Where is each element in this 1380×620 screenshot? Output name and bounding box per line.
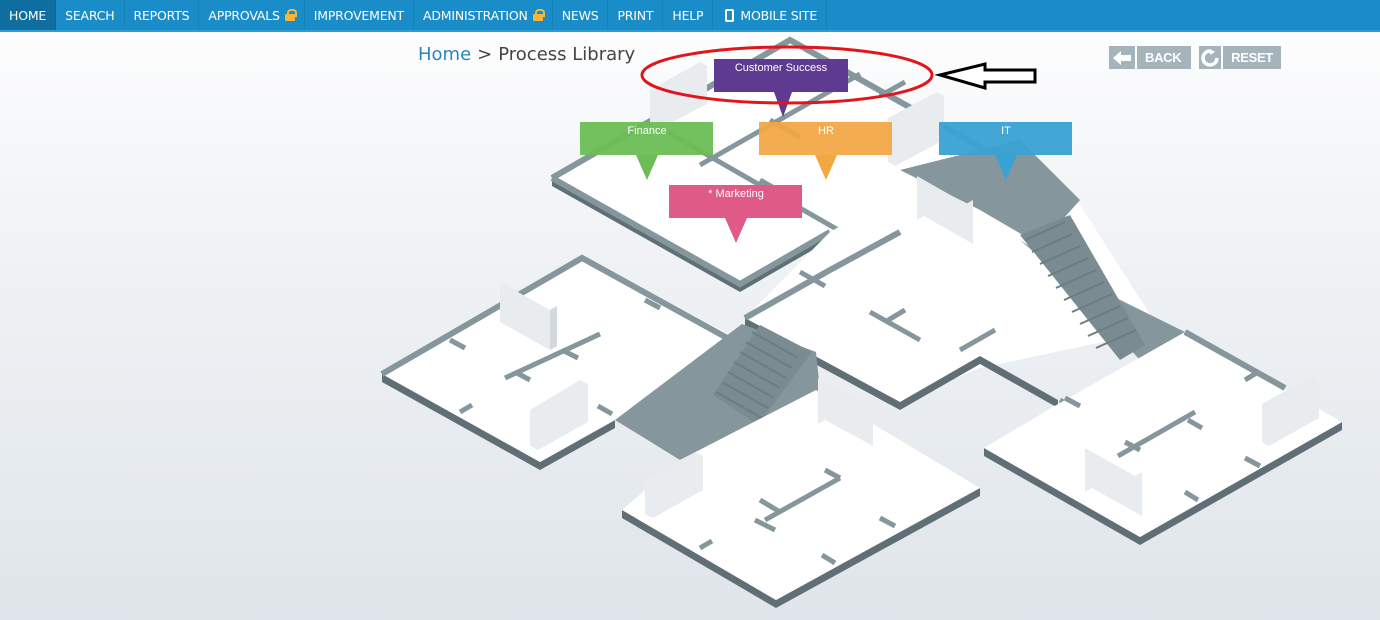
nav-administration-label: ADMINISTRATION (422, 7, 528, 23)
nav-administration[interactable]: ADMINISTRATION (414, 0, 553, 30)
top-navigation-bar: HOME SEARCH REPORTS APPROVALS IMPROVEMEN… (0, 0, 1380, 32)
nav-print[interactable]: PRINT (608, 0, 664, 30)
nav-home-label: HOME (9, 7, 47, 23)
room-bottom-right (984, 329, 1342, 545)
highlight-ellipse-annotation (640, 45, 934, 105)
room-bottom-center (622, 390, 980, 608)
arrow-annotation-icon (934, 62, 1037, 90)
department-marketing[interactable]: * Marketing (669, 185, 802, 243)
nav-mobile-site-label: MOBILE SITE (740, 7, 818, 23)
breadcrumb-current: Process Library (498, 44, 636, 65)
nav-news-label: NEWS (561, 7, 599, 23)
department-customer-success-label: Customer Success (735, 62, 828, 74)
nav-print-label: PRINT (617, 7, 654, 23)
wall-blocks (500, 62, 1319, 518)
nav-improvement-label: IMPROVEMENT (313, 7, 404, 23)
arrow-left-icon (1109, 46, 1137, 69)
nav-news[interactable]: NEWS (553, 0, 609, 30)
refresh-icon (1199, 46, 1224, 69)
nav-approvals[interactable]: APPROVALS (199, 0, 305, 30)
nav-help-label: HELP (672, 7, 704, 23)
nav-help[interactable]: HELP (663, 0, 714, 30)
breadcrumb: Home > Process Library (418, 44, 635, 65)
staircase-center (615, 324, 820, 460)
department-marketing-label: * Marketing (708, 188, 764, 200)
department-finance[interactable]: Finance (580, 122, 713, 180)
nav-mobile-site[interactable]: MOBILE SITE (713, 0, 828, 30)
department-customer-success[interactable]: Customer Success (714, 59, 848, 117)
lock-icon (532, 9, 545, 21)
breadcrumb-separator: > (477, 44, 493, 65)
lock-icon (284, 9, 297, 21)
department-finance-label: Finance (627, 125, 666, 137)
mobile-phone-icon (725, 8, 735, 22)
back-button-label: BACK (1145, 50, 1182, 65)
nav-reports[interactable]: REPORTS (125, 0, 200, 30)
reset-button-label: RESET (1231, 50, 1273, 65)
nav-reports-label: REPORTS (133, 7, 190, 23)
breadcrumb-home-link[interactable]: Home (418, 44, 472, 65)
nav-improvement[interactable]: IMPROVEMENT (305, 0, 414, 30)
department-it[interactable]: IT (939, 122, 1072, 180)
nav-approvals-label: APPROVALS (208, 7, 280, 23)
staircase-upper (1020, 215, 1145, 360)
floor-plan-map: .floor { fill: #ffffff; } .edge { fill: … (380, 36, 1342, 608)
nav-home[interactable]: HOME (0, 0, 57, 30)
department-it-label: IT (1001, 125, 1011, 137)
back-button[interactable]: BACK (1109, 46, 1191, 69)
room-left (380, 254, 742, 470)
department-hr[interactable]: HR (759, 122, 892, 180)
reset-button[interactable]: RESET (1199, 46, 1281, 69)
nav-search[interactable]: SEARCH (56, 0, 125, 30)
nav-search-label: SEARCH (65, 7, 115, 23)
department-hr-label: HR (818, 125, 834, 137)
